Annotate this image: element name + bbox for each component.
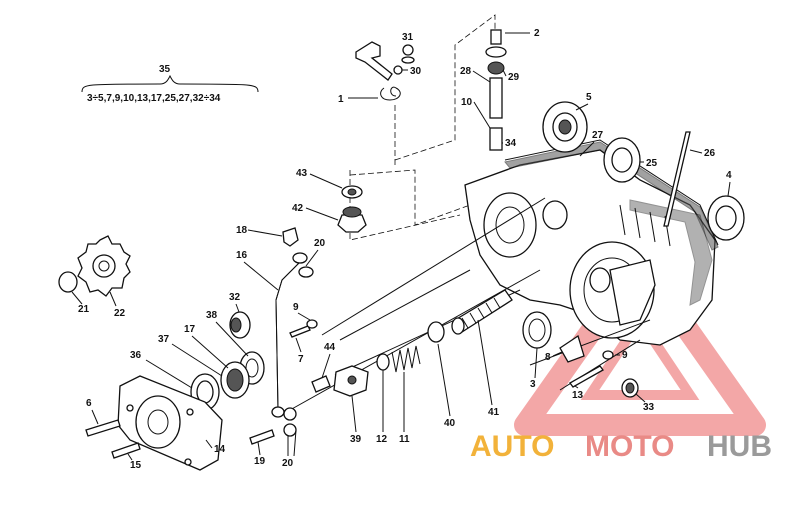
cap-33 bbox=[621, 378, 639, 398]
callout-44: 44 bbox=[324, 342, 336, 353]
banjo-bolt-18 bbox=[282, 227, 299, 247]
seal-3 bbox=[522, 311, 552, 349]
callout-14: 14 bbox=[214, 444, 226, 455]
o-ring-40 bbox=[427, 321, 445, 343]
callout-13: 13 bbox=[572, 390, 584, 401]
callout-labels: 1 2 3 4 5 6 7 8 9 9 10 11 12 13 14 15 16… bbox=[71, 28, 732, 471]
flange-39 bbox=[333, 365, 369, 397]
callout-8: 8 bbox=[545, 352, 551, 363]
callout-33: 33 bbox=[643, 402, 655, 413]
washer-9-right bbox=[602, 350, 614, 360]
callout-18: 18 bbox=[236, 225, 248, 236]
callout-40: 40 bbox=[444, 418, 456, 429]
screw-19 bbox=[249, 429, 275, 445]
washer-12 bbox=[376, 353, 390, 371]
callout-17: 17 bbox=[184, 324, 196, 335]
callout-28: 28 bbox=[460, 66, 472, 77]
callout-22: 22 bbox=[114, 308, 126, 319]
washer-43 bbox=[341, 185, 363, 199]
callout-19: 19 bbox=[254, 456, 266, 467]
callout-35: 35 bbox=[159, 64, 171, 75]
spring-11 bbox=[391, 345, 421, 373]
pipe-16 bbox=[271, 252, 314, 437]
callout-12: 12 bbox=[376, 434, 388, 445]
nut-44 bbox=[311, 375, 331, 393]
callout-41: 41 bbox=[488, 407, 500, 418]
callout-9-left: 9 bbox=[293, 302, 299, 313]
callout-6: 6 bbox=[86, 398, 92, 409]
callout-34: 34 bbox=[505, 138, 517, 149]
screw-15 bbox=[111, 442, 141, 459]
strainer-41 bbox=[451, 289, 513, 335]
callout-4: 4 bbox=[726, 170, 732, 181]
callout-37: 37 bbox=[158, 334, 170, 345]
watermark-part-auto: AUTO bbox=[470, 430, 554, 463]
screw-6 bbox=[85, 419, 121, 437]
watermark-part-hub: HUB bbox=[707, 430, 772, 463]
bearing-5 bbox=[542, 101, 588, 153]
callout-29: 29 bbox=[508, 72, 520, 83]
bushing-32 bbox=[229, 311, 251, 339]
kit-contents-note: 3÷5,7,9,10,13,17,25,27,32÷34 bbox=[87, 93, 221, 104]
watermark-text: AUTO MOTO HUB bbox=[470, 430, 772, 463]
sprocket-22 bbox=[77, 235, 131, 297]
shaft-assembly bbox=[485, 29, 507, 151]
callout-20-bottom: 20 bbox=[282, 458, 294, 469]
watermark-part-moto: MOTO bbox=[585, 430, 674, 463]
callout-42: 42 bbox=[292, 203, 304, 214]
bolt-7-9 bbox=[289, 319, 318, 338]
callout-26: 26 bbox=[704, 148, 716, 159]
callout-10: 10 bbox=[461, 97, 473, 108]
callout-16: 16 bbox=[236, 250, 248, 261]
cover-14 bbox=[117, 375, 223, 471]
callout-15: 15 bbox=[130, 460, 142, 471]
bearing-4 bbox=[707, 195, 745, 241]
crankcase-housing bbox=[464, 139, 719, 346]
seal-17-37 bbox=[220, 361, 250, 399]
callout-30: 30 bbox=[410, 66, 422, 77]
watermark-triangle-logo bbox=[514, 251, 766, 436]
callout-31: 31 bbox=[402, 32, 414, 43]
callout-36: 36 bbox=[130, 350, 142, 361]
lever-spring-assembly bbox=[355, 41, 415, 101]
callout-25: 25 bbox=[646, 158, 658, 169]
kit-bracket bbox=[81, 74, 259, 93]
callout-43: 43 bbox=[296, 168, 308, 179]
circlip-21 bbox=[58, 271, 78, 293]
shaft-26 bbox=[663, 131, 691, 227]
bolt-13 bbox=[569, 365, 604, 388]
callout-5: 5 bbox=[586, 92, 592, 103]
callout-39: 39 bbox=[350, 434, 362, 445]
callout-11: 11 bbox=[399, 434, 410, 445]
bellows-8 bbox=[559, 334, 585, 363]
callout-2: 2 bbox=[534, 28, 540, 39]
bearing-25 bbox=[603, 137, 641, 183]
callout-9-right: 9 bbox=[622, 350, 628, 361]
plug-42 bbox=[337, 206, 367, 233]
callout-27: 27 bbox=[592, 130, 604, 141]
callout-1: 1 bbox=[338, 94, 344, 105]
callout-20-top: 20 bbox=[314, 238, 326, 249]
callout-7: 7 bbox=[298, 354, 304, 365]
callout-38: 38 bbox=[206, 310, 218, 321]
callout-3: 3 bbox=[530, 379, 536, 390]
callout-32: 32 bbox=[229, 292, 241, 303]
callout-21: 21 bbox=[78, 304, 90, 315]
